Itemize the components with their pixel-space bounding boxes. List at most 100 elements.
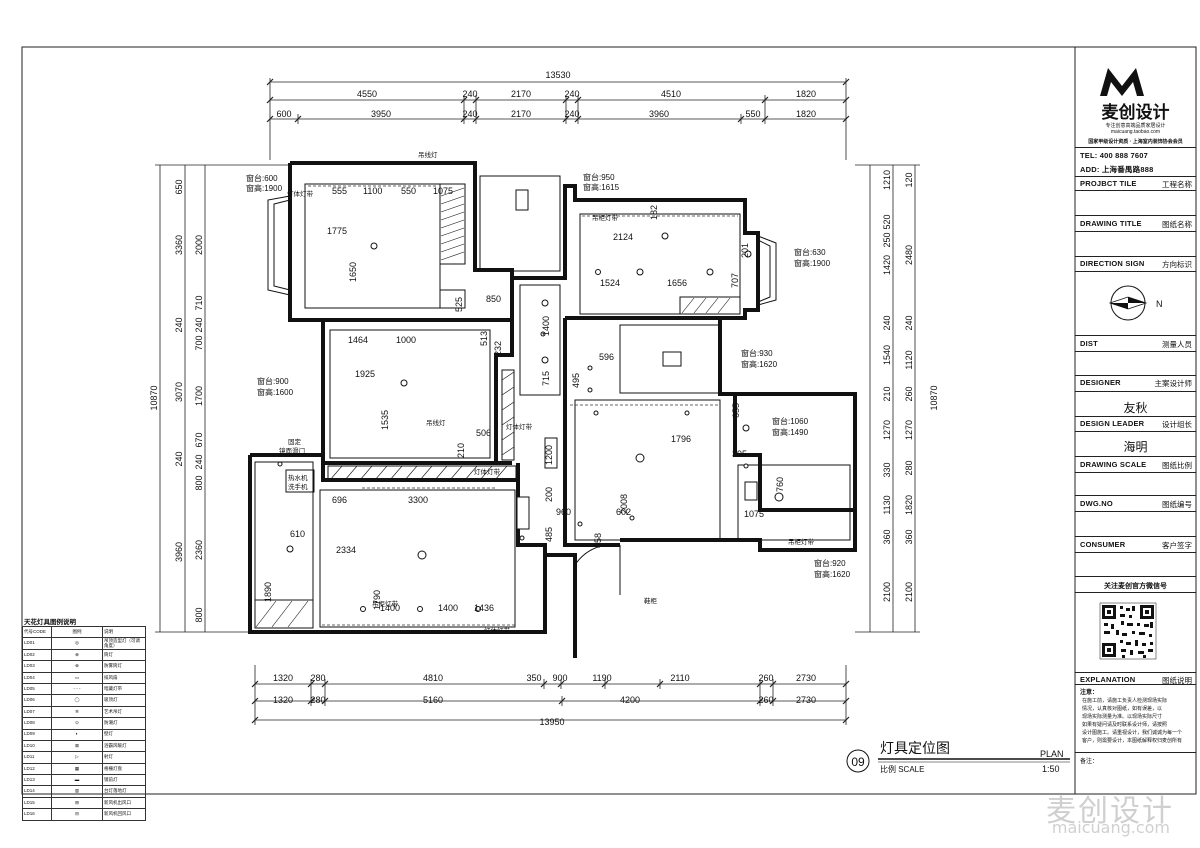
tb-row-line xyxy=(1075,552,1196,553)
dim-left-o-2: 240 xyxy=(174,317,184,332)
wall-details xyxy=(254,175,851,629)
dim-bot-r1-5: 1190 xyxy=(592,673,611,683)
legend-code: LD16 xyxy=(22,808,52,821)
tb-divider xyxy=(1075,147,1196,148)
window-height-1: 窗高:1900 xyxy=(246,183,283,193)
rd-41: 458 xyxy=(593,533,603,548)
legend-symbol-icon: ⊗ xyxy=(51,660,103,673)
dim-right-total: 10870 xyxy=(929,385,939,410)
watermark-url: maicuang.com xyxy=(1051,818,1170,837)
legend-row: LD12▦格栅灯盘 xyxy=(22,762,146,776)
legend-code: LD15 xyxy=(22,796,52,810)
legend-title: 天花灯具图例说明 xyxy=(24,619,76,626)
dim-right-i-9: 2100 xyxy=(904,582,914,602)
legend-symbol-icon: - - - xyxy=(51,682,103,696)
notes-line-4: 如果有疑问请及时联系设计师，请按照 xyxy=(1082,722,1168,728)
tb-label-drawing-title: DRAWING TITLE xyxy=(1080,219,1142,228)
rd-12: 707 xyxy=(730,273,740,288)
leader-name: 海明 xyxy=(1123,440,1148,454)
tb-label-leader: DESIGN LEADER xyxy=(1080,419,1145,428)
legend-code: LD13 xyxy=(22,774,52,787)
legend-symbol-icon: ▭ xyxy=(51,671,103,684)
rd-27: 395 xyxy=(732,449,747,459)
rd-23: 495 xyxy=(571,373,581,388)
window-height-6: 窗高:1490 xyxy=(772,427,809,437)
rd-2: 550 xyxy=(401,186,416,196)
dim-right-o-7: 1270 xyxy=(882,420,892,440)
legend-code: LD10 xyxy=(22,739,52,753)
window-height-2: 窗高:1615 xyxy=(583,182,620,192)
dim-right-o-1: 520 xyxy=(882,214,892,229)
dim-right-i-4: 260 xyxy=(904,386,914,401)
legend-symbol-icon: ◎ xyxy=(51,637,103,650)
legend-code: LD08 xyxy=(22,717,52,730)
rd-43: 1890 xyxy=(263,582,273,602)
appliance-box-1: 热水机 xyxy=(288,473,308,482)
rd-24: 506 xyxy=(476,428,491,438)
dim-top-r1-4: 4510 xyxy=(661,89,681,99)
window-height-5: 窗高:1600 xyxy=(257,387,294,397)
scale-value: 1:50 xyxy=(1042,764,1060,774)
rd-7: 850 xyxy=(486,294,501,304)
legend-symbol-icon: ▷ xyxy=(51,751,103,764)
dim-left-i-3: 700 xyxy=(194,335,204,350)
legend-symbol-icon: ✲ xyxy=(51,705,103,719)
dim-left-o-3: 3070 xyxy=(174,382,184,402)
rd-38: 610 xyxy=(290,529,305,539)
drawing-title: 灯具定位图 xyxy=(880,741,950,757)
room-dimensions: 555 1100 550 1075 1775 1650 525 850 182 … xyxy=(263,186,785,613)
tel-text: TEL: 400 888 7607 xyxy=(1080,151,1149,160)
rd-6: 525 xyxy=(454,297,464,312)
dim-bot-r2-1: 280 xyxy=(310,695,325,705)
legend-desc: 新风机回风口 xyxy=(102,808,146,821)
appliance-box-2: 洗手机 xyxy=(288,482,308,491)
legend-row: LD02⊕筒灯 xyxy=(22,648,146,662)
dim-left-total: 10870 xyxy=(149,385,159,410)
watermark-brand: 麦创设计 xyxy=(1046,794,1174,829)
fixture-box-1: 固定 xyxy=(288,437,302,446)
dim-top-r1-0: 4550 xyxy=(357,89,377,99)
tb-label-scale: DRAWING SCALE xyxy=(1080,460,1147,469)
dim-bot-r1-3: 350 xyxy=(526,673,541,683)
legend-symbol-icon: ▦ xyxy=(51,762,103,776)
note-8: 吊柜灯带 xyxy=(372,599,399,608)
rd-42: 485 xyxy=(544,527,554,542)
legend-desc: 暗藏灯带 xyxy=(102,682,146,696)
rd-18: 232 xyxy=(493,341,503,356)
tb-row-line xyxy=(1075,472,1196,473)
rd-46: 1436 xyxy=(474,603,494,613)
notes-title: 注意： xyxy=(1080,690,1099,696)
dim-top-r2-5: 3960 xyxy=(649,109,669,119)
dim-bot-r2-0: 1320 xyxy=(273,695,293,705)
legend-row: LD03⊗防雾筒灯 xyxy=(22,660,146,673)
legend-row: LD04▭排风扇 xyxy=(22,671,146,684)
brand-name: 麦创设计 xyxy=(1101,103,1170,123)
note-2: 吊柜灯带 xyxy=(592,213,619,222)
legend-code: LD07 xyxy=(22,705,52,719)
dim-right-i-6: 280 xyxy=(904,460,914,475)
notes-line-1: 在施工前，请施工负责人检测现场实际 xyxy=(1082,698,1168,704)
dim-right-i-1: 2480 xyxy=(904,245,914,265)
rd-5: 1650 xyxy=(348,262,358,282)
dim-left-i-8: 2360 xyxy=(194,540,204,560)
north-arrow-fill xyxy=(1128,297,1146,303)
legend-row: LD07✲艺术吊灯 xyxy=(22,705,146,719)
dim-top-r1-3: 240 xyxy=(564,89,579,99)
note-0: 吊线灯 xyxy=(418,150,438,159)
tb-row-line xyxy=(1075,592,1196,593)
tb-label-dist: DIST xyxy=(1080,339,1098,348)
brand-subtitle-3: 国家甲级设计资质 · 上海室内装饰协会会员 xyxy=(1088,139,1183,145)
legend-desc: 新风机出风口 xyxy=(102,796,146,810)
dim-bot-r2-3: 4200 xyxy=(620,695,640,705)
legend-header-desc: 说明 xyxy=(102,625,146,639)
dim-top-r1-1: 240 xyxy=(462,89,477,99)
legend-desc: 防雾筒灯 xyxy=(102,660,146,673)
rd-44: 1400 xyxy=(380,603,400,613)
rd-16: 1000 xyxy=(396,335,416,345)
dim-top-r2-7: 1820 xyxy=(796,109,816,119)
north-arrow-fill-2 xyxy=(1110,303,1128,309)
hatch-lines xyxy=(255,187,731,628)
tb-value-consumer: 客户签字 xyxy=(1162,541,1192,550)
rd-45: 1400 xyxy=(438,603,458,613)
legend-desc: 吸顶灯 xyxy=(102,694,146,707)
